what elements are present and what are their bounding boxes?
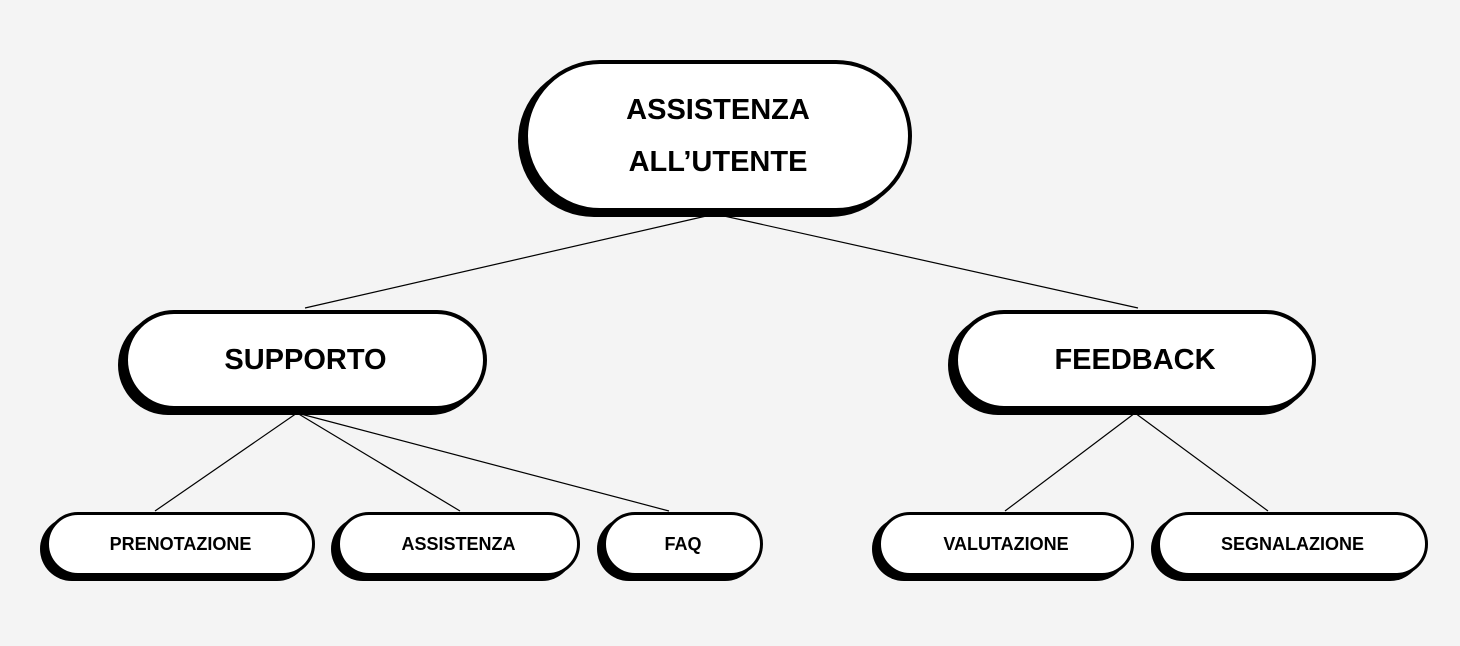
node-label: FAQ — [664, 533, 702, 554]
node-valutazione: VALUTAZIONE — [878, 512, 1134, 576]
node-segnalazione: SEGNALAZIONE — [1157, 512, 1428, 576]
node-assistenza: ASSISTENZA — [337, 512, 580, 576]
node-label: SUPPORTO — [224, 343, 387, 376]
root-label-line1: ASSISTENZA — [626, 94, 810, 126]
node-supporto: SUPPORTO — [124, 310, 487, 410]
root-node: ASSISTENZA ALL’UTENTE — [524, 60, 912, 212]
node-prenotazione: PRENOTAZIONE — [46, 512, 315, 576]
node-label: PRENOTAZIONE — [109, 533, 252, 554]
link-supporto-prenotazione — [154, 412, 298, 512]
node-label: SEGNALAZIONE — [1220, 533, 1364, 554]
link-feedback-valutazione — [1004, 412, 1136, 512]
link-supporto-faq — [296, 412, 670, 512]
link-feedback-segnalazione — [1134, 412, 1269, 512]
node-label: ASSISTENZA — [401, 533, 516, 554]
root-label-line2: ALL’UTENTE — [628, 146, 808, 178]
link-supporto-assistenza — [296, 412, 461, 512]
node-feedback: FEEDBACK — [954, 310, 1316, 410]
node-faq: FAQ — [603, 512, 763, 576]
link-root-feedback — [714, 213, 1139, 309]
node-label: VALUTAZIONE — [943, 533, 1069, 554]
link-root-supporto — [304, 213, 716, 309]
node-label: FEEDBACK — [1054, 343, 1216, 376]
